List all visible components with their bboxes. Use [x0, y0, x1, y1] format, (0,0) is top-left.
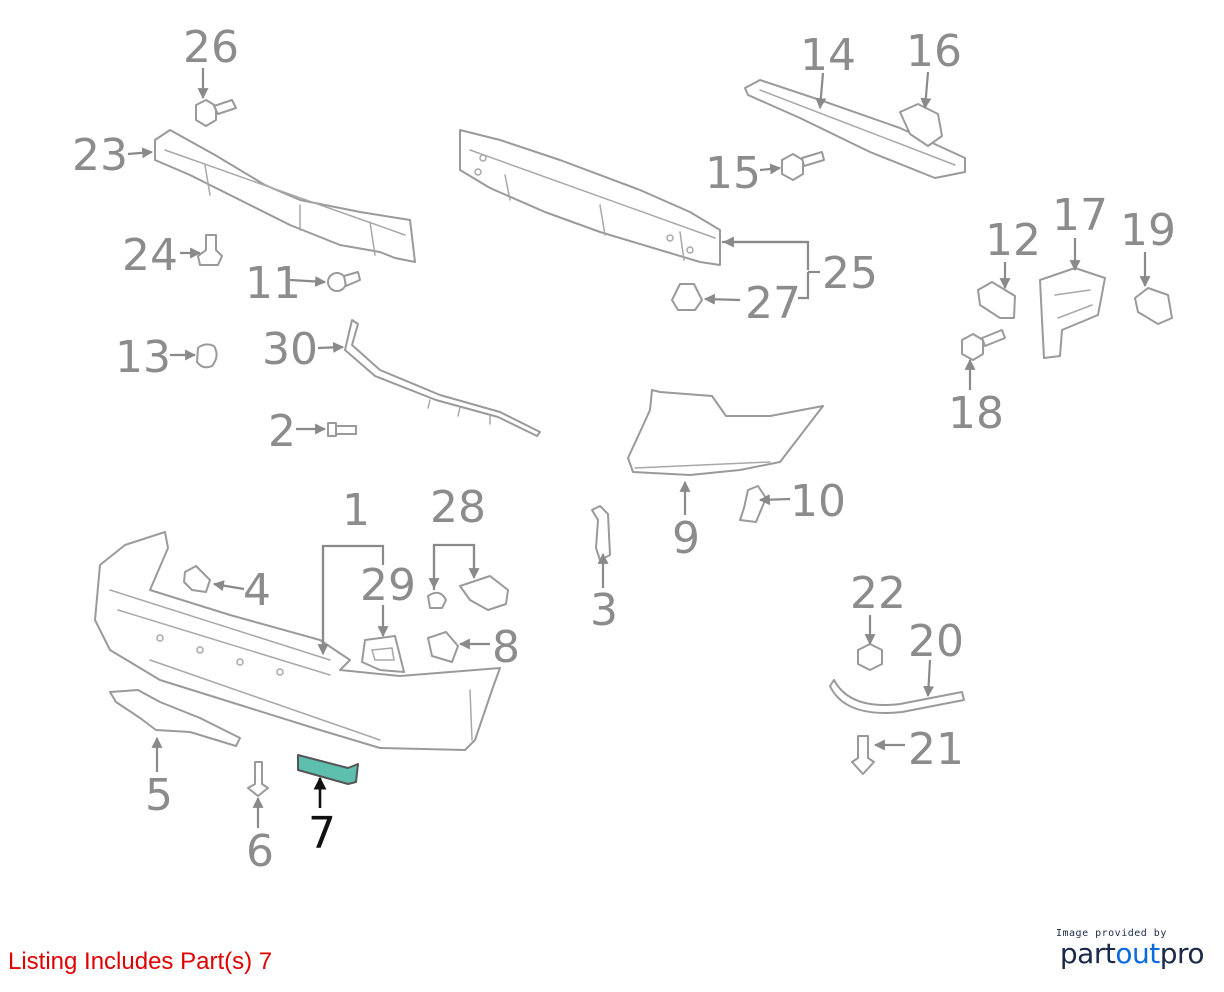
- part-17-bracket: [1039, 267, 1106, 359]
- callout-18: 18: [948, 388, 1004, 439]
- brand-caption: Image provided by: [1056, 928, 1167, 939]
- part-2-pin: [327, 422, 357, 437]
- callout-5: 5: [145, 770, 173, 821]
- callout-7-highlighted: 7: [308, 808, 336, 859]
- callout-17: 17: [1052, 190, 1108, 241]
- part-4-clip: [183, 565, 211, 593]
- part-18-bolt: [961, 329, 1006, 361]
- callout-22: 22: [850, 568, 906, 619]
- part-5-lower-guide: [109, 689, 241, 747]
- callout-19: 19: [1120, 205, 1176, 256]
- part-9-lower-cover: [627, 389, 824, 476]
- callout-15: 15: [705, 148, 761, 199]
- callout-12: 12: [985, 215, 1041, 266]
- part-23-upper-reinforcement: [154, 129, 416, 263]
- part-30-harness: [344, 319, 541, 437]
- callout-23: 23: [72, 130, 128, 181]
- part-15-bolt: [781, 151, 825, 181]
- callout-26: 26: [183, 22, 239, 73]
- callout-9: 9: [672, 513, 700, 564]
- callout-20: 20: [908, 616, 964, 667]
- brand-logo: Image provided by partoutpro: [1054, 928, 1205, 970]
- brand-name: partoutpro: [1054, 937, 1205, 970]
- part-16-clip: [899, 103, 943, 147]
- part-29-bracket: [361, 635, 405, 673]
- callout-27: 27: [745, 278, 801, 329]
- callout-4: 4: [243, 565, 271, 616]
- part-21-bolt: [851, 735, 875, 775]
- callout-1: 1: [342, 485, 370, 536]
- part-14-bar: [744, 79, 966, 179]
- callout-14: 14: [800, 30, 856, 81]
- callout-labels: 26 23 24 11 13 30 2 14 16 15 25 27 12 17…: [72, 22, 1176, 877]
- callout-25: 25: [822, 248, 878, 299]
- callout-30: 30: [262, 324, 318, 375]
- part-22-nut: [857, 643, 883, 671]
- callout-2: 2: [268, 406, 296, 457]
- part-1-bumper-cover: [94, 531, 501, 751]
- part-7-highlighted: [297, 754, 359, 785]
- brand-name-part3: pro: [1159, 937, 1205, 970]
- part-8-clip: [427, 631, 459, 663]
- callout-28: 28: [430, 482, 486, 533]
- leader-lines: [127, 68, 1151, 828]
- part-20-strip: [829, 679, 965, 714]
- callout-24: 24: [122, 230, 178, 281]
- part-26-bolt: [195, 99, 237, 127]
- callout-11: 11: [245, 258, 301, 309]
- part-28-sensors: [427, 575, 509, 611]
- brand-name-part1: part: [1059, 937, 1116, 970]
- callout-10: 10: [790, 476, 846, 527]
- part-10-clip: [739, 485, 767, 523]
- callout-21: 21: [908, 724, 964, 775]
- part-12-clip: [977, 281, 1016, 319]
- callout-13: 13: [115, 332, 171, 383]
- part-19-clip: [1134, 287, 1173, 325]
- part-6-screw: [247, 761, 269, 797]
- callout-6: 6: [246, 826, 274, 877]
- part-3-bracket: [591, 505, 611, 561]
- part-27-nut: [671, 283, 703, 311]
- callout-8: 8: [492, 622, 520, 673]
- brand-name-part2: out: [1115, 937, 1160, 970]
- part-13-plug: [196, 343, 218, 369]
- callout-16: 16: [906, 26, 962, 77]
- part-25-absorber: [459, 129, 721, 266]
- listing-includes-text: Listing Includes Part(s) 7: [8, 948, 273, 975]
- callout-3: 3: [590, 585, 618, 636]
- part-24-clip: [197, 234, 223, 266]
- part-11-bolt: [327, 271, 361, 292]
- callout-29: 29: [360, 560, 416, 611]
